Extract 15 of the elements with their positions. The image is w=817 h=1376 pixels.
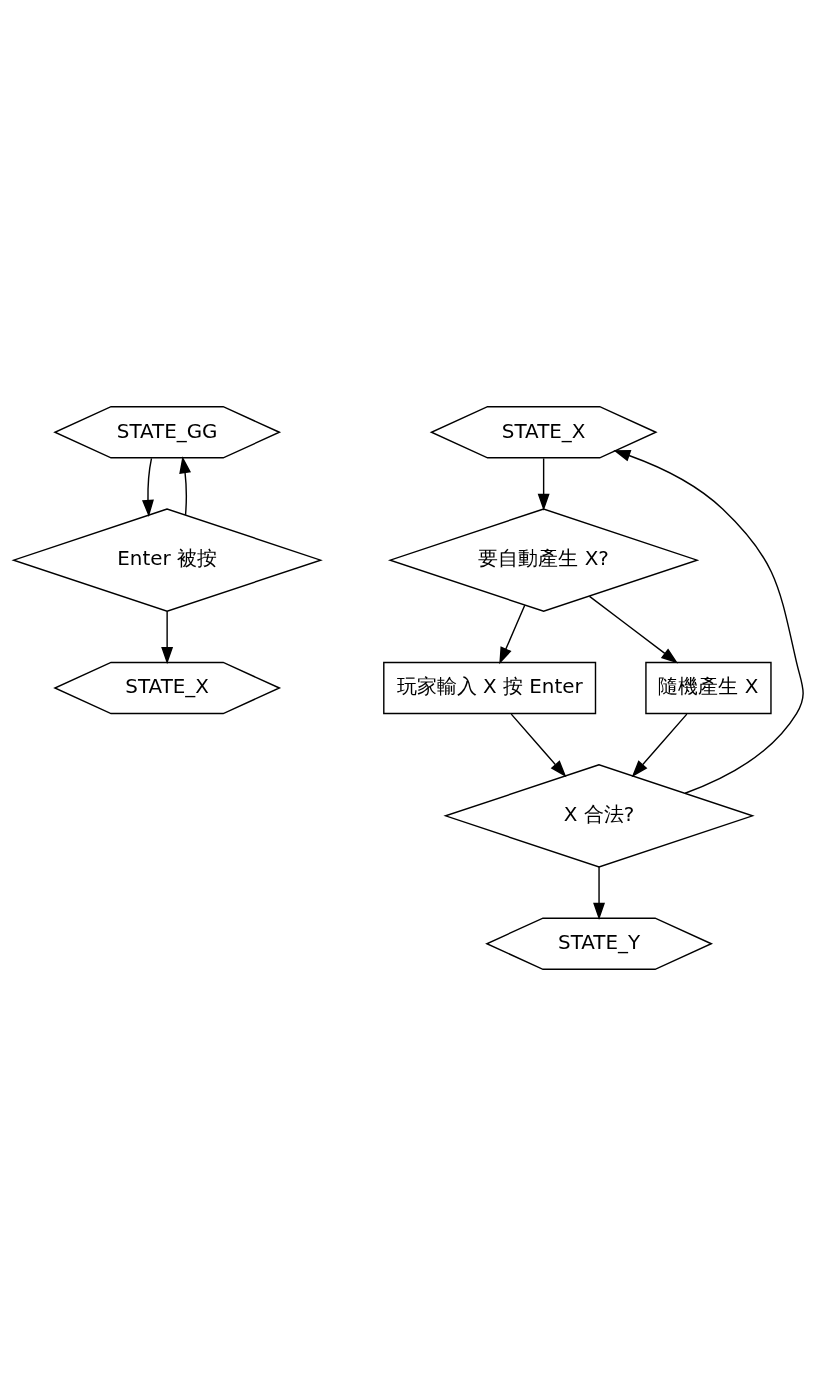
node-box: 隨機產生 X: [645, 661, 772, 715]
arrow: [631, 713, 688, 778]
arrow: [161, 610, 174, 665]
node-diamond: Enter 被按: [11, 508, 323, 613]
node-diamond: 要自動產生 X?: [387, 508, 700, 613]
arrow: [499, 604, 526, 665]
arrow: [142, 457, 154, 517]
node-box: 玩家輸入 X 按 Enter: [383, 661, 597, 715]
arrow: [588, 595, 679, 664]
arrow: [593, 866, 606, 920]
node-diamond: X 合法?: [443, 763, 755, 868]
arrow: [179, 456, 192, 516]
arrow: [510, 713, 567, 778]
arrow: [537, 457, 550, 511]
arrow: [613, 450, 804, 794]
